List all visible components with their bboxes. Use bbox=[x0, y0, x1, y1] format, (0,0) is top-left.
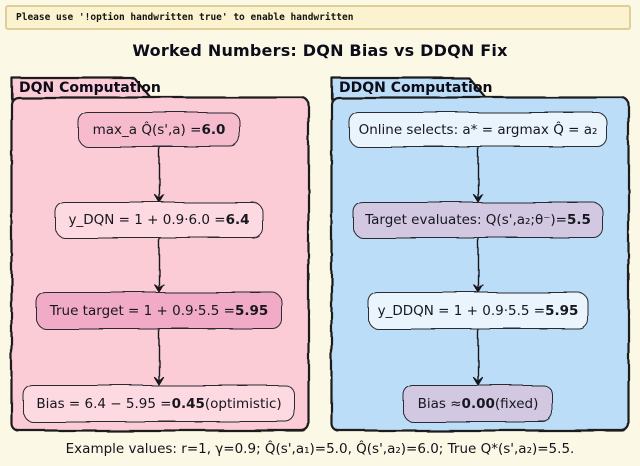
dqn-box-true-target-bg bbox=[36, 292, 282, 329]
ddqn-box-bias: Bias ≈ 0.00 (fixed) bbox=[403, 385, 553, 422]
ddqn-box-online-selects: Online selects: a* = argmax Q̂ = a₂ bbox=[349, 112, 607, 147]
ddqn-panel-body bbox=[330, 96, 630, 432]
ddqn-tab-label: DDQN Computation bbox=[339, 80, 493, 96]
ddqn-panel-shape bbox=[330, 76, 630, 432]
ddqn-box-target-evaluates-bg bbox=[353, 202, 603, 238]
notice-banner: Please use '!option handwritten true' to… bbox=[5, 5, 631, 30]
ddqn-panel: DDQN Computation Online selects: a* = ar… bbox=[329, 73, 632, 435]
ddqn-arrow-2 bbox=[472, 238, 484, 293]
ddqn-arrow-3 bbox=[472, 329, 484, 386]
dqn-panel-shape bbox=[10, 76, 310, 432]
ddqn-arrow-1 bbox=[472, 147, 484, 203]
ddqn-box-y-ddqn-bg bbox=[368, 292, 588, 329]
notice-banner-text: Please use '!option handwritten true' to… bbox=[16, 12, 354, 23]
dqn-panel-body bbox=[10, 96, 310, 432]
dqn-arrow-3 bbox=[153, 329, 165, 386]
dqn-arrow-1 bbox=[153, 147, 165, 203]
dqn-box-target: y_DQN = 1 + 0.9·6.0 = 6.4 bbox=[55, 202, 263, 238]
dqn-box-target-bg bbox=[55, 202, 263, 238]
page-title: Worked Numbers: DQN Bias vs DDQN Fix bbox=[132, 41, 508, 60]
dqn-box-true-target: True target = 1 + 0.9·5.5 = 5.95 bbox=[36, 292, 282, 329]
dqn-box-bias: Bias = 6.4 − 5.95 = 0.45 (optimistic) bbox=[23, 385, 295, 422]
dqn-box-bias-bg bbox=[23, 385, 295, 422]
dqn-box-max-q-bg bbox=[78, 112, 240, 147]
ddqn-box-target-evaluates: Target evaluates: Q(s',a₂;θ⁻)=5.5 bbox=[353, 202, 603, 238]
ddqn-box-bias-bg bbox=[403, 385, 553, 422]
ddqn-box-online-selects-bg bbox=[349, 112, 607, 147]
dqn-box-max-q: max_a Q̂(s',a) = 6.0 bbox=[78, 112, 240, 147]
dqn-tab-label: DQN Computation bbox=[19, 80, 161, 96]
dqn-panel: DQN Computation max_a Q̂(s',a) = 6.0 y_D… bbox=[9, 73, 312, 435]
example-values-caption: Example values: r=1, γ=0.9; Q̂(s',a₁)=5.… bbox=[65, 441, 575, 457]
ddqn-box-y-ddqn: y_DDQN = 1 + 0.9·5.5 = 5.95 bbox=[368, 292, 588, 329]
dqn-arrow-2 bbox=[153, 238, 165, 293]
